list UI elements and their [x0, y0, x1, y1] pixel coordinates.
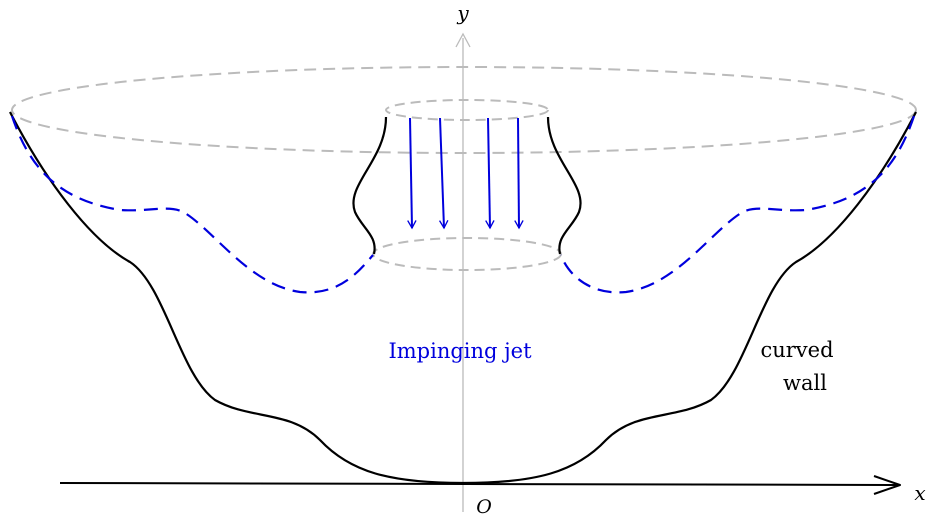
flow-arrow-4 [514, 117, 524, 230]
jet-edge-left [352, 116, 388, 255]
origin-label: O [476, 496, 492, 518]
jet-edge-right [546, 116, 582, 255]
rim-ellipse [11, 66, 917, 154]
jet-label: Impinging jet [388, 339, 532, 363]
wall-label-line1: curved [760, 338, 833, 362]
jet-bottom-ellipse [372, 237, 562, 271]
y-axis-label: y [456, 1, 469, 25]
jet-top-ellipse [385, 99, 549, 121]
x-axis-arrowhead [873, 475, 901, 495]
y-axis-arrowhead [455, 32, 471, 48]
free-surface-right [559, 115, 916, 294]
x-axis-label: x [914, 481, 925, 505]
free-surface-left [10, 115, 374, 294]
x-axis [59, 482, 899, 486]
flow-arrow-3 [485, 117, 495, 230]
wall-label-line2: wall [783, 371, 827, 395]
flow-arrow-2 [438, 117, 449, 230]
flow-arrow-1 [407, 117, 417, 230]
